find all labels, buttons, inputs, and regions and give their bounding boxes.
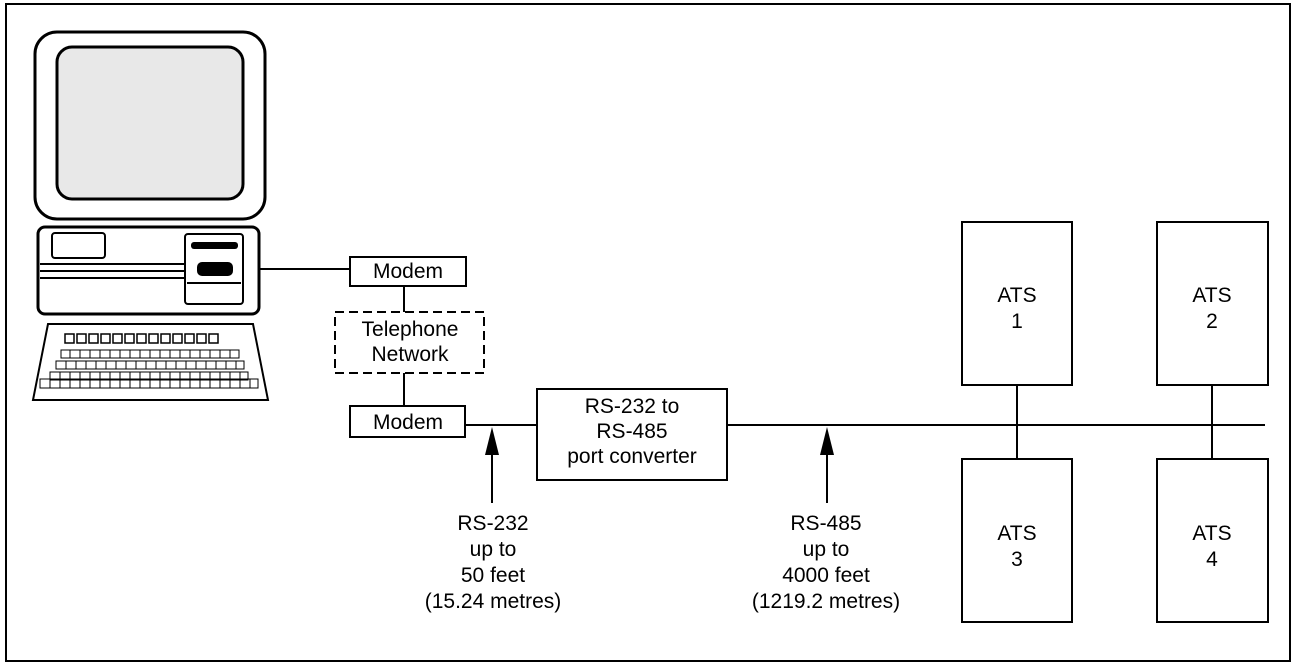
ats-1-number: 1 xyxy=(1011,310,1023,333)
modem-bottom-label: Modem xyxy=(373,411,443,434)
computer-icon xyxy=(33,32,268,400)
rs232-arrow-icon xyxy=(485,427,499,503)
rs232-label-3: 50 feet xyxy=(461,564,525,587)
telephone-network-label: Telephone xyxy=(362,318,459,341)
rs232-label-1: RS-232 xyxy=(457,512,528,535)
rs485-label-3: 4000 feet xyxy=(782,564,870,587)
port-converter-label-3: port converter xyxy=(567,445,697,468)
ats-3-number: 3 xyxy=(1011,548,1023,571)
telephone-network-label-2: Network xyxy=(371,343,449,366)
rs232-label-4: (15.24 metres) xyxy=(425,590,562,613)
rs485-label-4: (1219.2 metres) xyxy=(752,590,900,613)
ats-3-label: ATS xyxy=(997,522,1036,545)
rs485-arrow-icon xyxy=(820,427,834,503)
rs232-label-2: up to xyxy=(470,538,517,561)
rs485-label-2: up to xyxy=(803,538,850,561)
ats-4-label: ATS xyxy=(1192,522,1231,545)
modem-top-label: Modem xyxy=(373,260,443,283)
port-converter-label-1: RS-232 to xyxy=(585,395,680,418)
rs485-label-1: RS-485 xyxy=(790,512,861,535)
ats-2-label: ATS xyxy=(1192,284,1231,307)
ats-1-label: ATS xyxy=(997,284,1036,307)
ats-4-number: 4 xyxy=(1206,548,1218,571)
ats-2-number: 2 xyxy=(1206,310,1218,333)
port-converter-label-2: RS-485 xyxy=(596,420,667,443)
